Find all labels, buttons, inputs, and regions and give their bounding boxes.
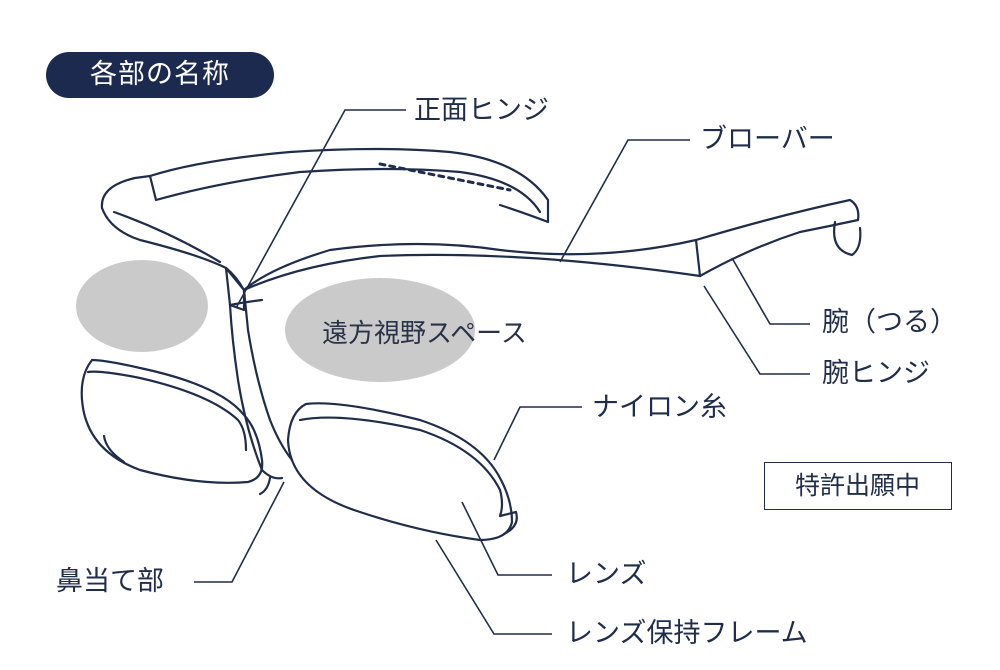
label-distance-view: 遠方視野スペース	[322, 319, 527, 349]
title-badge: 各部の名称	[46, 52, 274, 98]
leader-lines	[194, 109, 810, 635]
glasses-frame	[80, 147, 862, 542]
label-nose-pad: 鼻当て部	[56, 566, 164, 597]
vision-zone-right	[285, 278, 475, 382]
label-nylon-thread: ナイロン糸	[592, 392, 727, 423]
label-temple: 腕（つる）	[822, 307, 957, 338]
label-lens: レンズ	[566, 559, 647, 590]
vision-zone-left	[76, 260, 208, 352]
label-front-hinge: 正面ヒンジ	[414, 95, 549, 126]
patent-badge: 特許出願中	[764, 462, 952, 510]
label-brow-bar: ブローバー	[700, 124, 835, 155]
page-title: 各部の名称	[90, 59, 230, 90]
patent-text: 特許出願中	[794, 471, 920, 500]
label-temple-hinge: 腕ヒンジ	[822, 358, 930, 389]
label-lens-frame: レンズ保持フレーム	[566, 618, 808, 649]
